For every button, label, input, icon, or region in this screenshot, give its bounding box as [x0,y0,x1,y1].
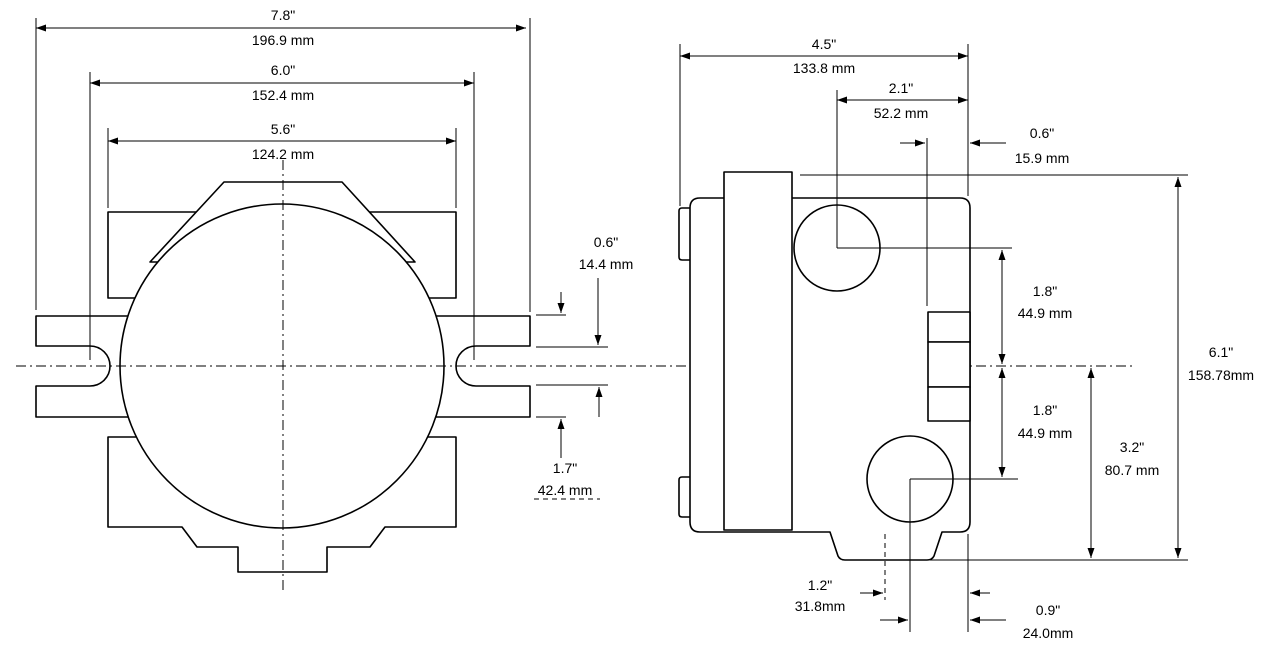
label-overall-height-inch: 6.1" [1209,344,1233,360]
label-rear-offset-mm: 15.9 mm [1015,150,1069,166]
label-foot-offset-mm: 31.8mm [795,598,846,614]
right-block-upper [927,311,971,343]
lower-tab [678,476,690,518]
front-flange [723,171,793,531]
label-upper-port-height-mm: 44.9 mm [1018,305,1072,321]
label-body-width-inch: 5.6" [271,121,295,137]
label-lower-port-offset-inch: 0.9" [1036,602,1060,618]
label-overall-width-mm: 196.9 mm [252,32,314,48]
right-block-lower [927,386,971,422]
label-overall-depth-mm: 133.8 mm [793,60,855,76]
front-view: 7.8" 196.9 mm 6.0" 152.4 mm 5.6" 124.2 m… [35,7,633,590]
label-overall-width-inch: 7.8" [271,7,295,23]
label-flange-height-mm: 42.4 mm [538,482,592,498]
label-body-width-mm: 124.2 mm [252,146,314,162]
label-port-offset-mm: 52.2 mm [874,105,928,121]
label-lower-port-height-inch: 1.8" [1033,402,1057,418]
label-upper-port-height-inch: 1.8" [1033,283,1057,299]
right-flange [435,315,531,418]
label-overall-height-mm: 158.78mm [1188,367,1254,383]
label-center-height-mm: 80.7 mm [1105,462,1159,478]
label-slot-center-width-inch: 6.0" [271,62,295,78]
label-center-height-inch: 3.2" [1120,439,1144,455]
side-view: 4.5" 133.8 mm 2.1" 52.2 mm 0.6" 15.9 mm … [678,36,1254,641]
label-overall-depth-inch: 4.5" [812,36,836,52]
label-lower-port-height-mm: 44.9 mm [1018,425,1072,441]
label-port-offset-inch: 2.1" [889,80,913,96]
left-flange [35,315,131,418]
label-slot-height-inch: 0.6" [594,234,618,250]
label-rear-offset-inch: 0.6" [1030,125,1054,141]
label-slot-height-mm: 14.4 mm [579,256,633,272]
right-block-mid [927,341,971,388]
label-foot-offset-inch: 1.2" [808,577,832,593]
label-lower-port-offset-mm: 24.0mm [1023,625,1074,641]
label-slot-center-width-mm: 152.4 mm [252,87,314,103]
upper-tab [678,207,690,261]
label-flange-height-inch: 1.7" [553,460,577,476]
